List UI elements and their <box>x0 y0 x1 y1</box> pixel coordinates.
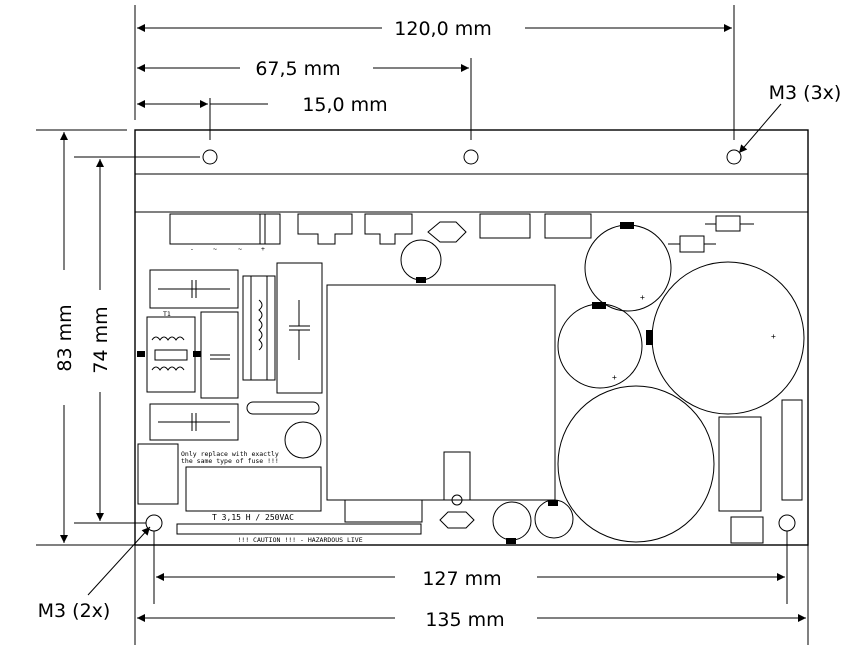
bulk-capacitors: + + + <box>557 222 805 543</box>
dimension-83mm: 83 mm <box>54 132 76 543</box>
main-transformer <box>326 284 556 501</box>
cap-plus-2: + <box>612 373 617 382</box>
dimension-67-5mm: 67,5 mm <box>137 58 469 80</box>
dim-127-label: 127 mm <box>422 568 501 590</box>
fuse-warning-line-1: Only replace with exactly <box>181 450 279 458</box>
dim-67-5-label: 67,5 mm <box>255 58 340 80</box>
left-components: T1 <box>137 262 323 505</box>
ic-module <box>443 451 471 501</box>
mounting-hole-bottom-right <box>778 514 796 532</box>
callout-top-holes: M3 (3x) <box>738 82 842 154</box>
mounting-hole-top-middle <box>463 149 479 165</box>
connector-pin-3: ~ <box>238 245 242 253</box>
terminal-connector: - ~ ~ + <box>169 213 281 253</box>
pcb-board: - ~ ~ + <box>134 129 809 546</box>
top-holes-callout-label: M3 (3x) <box>769 82 842 104</box>
cap-plus-1: + <box>640 293 645 302</box>
mounting-hole-bottom-left <box>145 514 163 532</box>
cap-plus-3: + <box>771 332 776 341</box>
dim-83-label: 83 mm <box>54 304 76 371</box>
dim-120-label: 120,0 mm <box>394 18 491 40</box>
transformer-t1-label: T1 <box>163 310 171 318</box>
caution-label: !!! CAUTION !!! - HAZARDOUS LIVE <box>237 536 362 544</box>
fuse-warning-line-2: the same type of fuse !!! <box>181 457 279 465</box>
header-connectors <box>297 213 592 245</box>
dimension-127mm: 127 mm <box>156 568 785 590</box>
small-capacitor-top <box>400 239 442 283</box>
connector-pin-1: - <box>190 245 194 253</box>
extension-lines <box>36 5 809 645</box>
dimension-135mm: 135 mm <box>137 609 806 631</box>
callout-bottom-holes: M3 (2x) <box>38 526 151 622</box>
dim-135-label: 135 mm <box>425 609 504 631</box>
transformer-base <box>344 499 423 523</box>
resistors-top-right <box>668 215 754 253</box>
mounting-hole-top-right <box>726 149 742 165</box>
right-components <box>718 399 803 544</box>
bottom-holes-callout-label: M3 (2x) <box>38 600 111 622</box>
dimension-120mm: 120,0 mm <box>137 18 732 40</box>
fuse-area: Only replace with exactly the same type … <box>176 450 475 544</box>
dim-74-label: 74 mm <box>90 306 112 373</box>
dim-15-label: 15,0 mm <box>302 94 387 116</box>
dimension-15mm: 15,0 mm <box>137 94 388 116</box>
bottom-capacitors <box>492 499 574 544</box>
connector-pin-2: ~ <box>213 245 217 253</box>
connector-pin-4: + <box>261 245 265 253</box>
dimension-74mm: 74 mm <box>90 159 112 521</box>
mounting-hole-top-left <box>202 149 218 165</box>
fuse-rating: T 3,15 H / 250VAC <box>212 513 294 522</box>
